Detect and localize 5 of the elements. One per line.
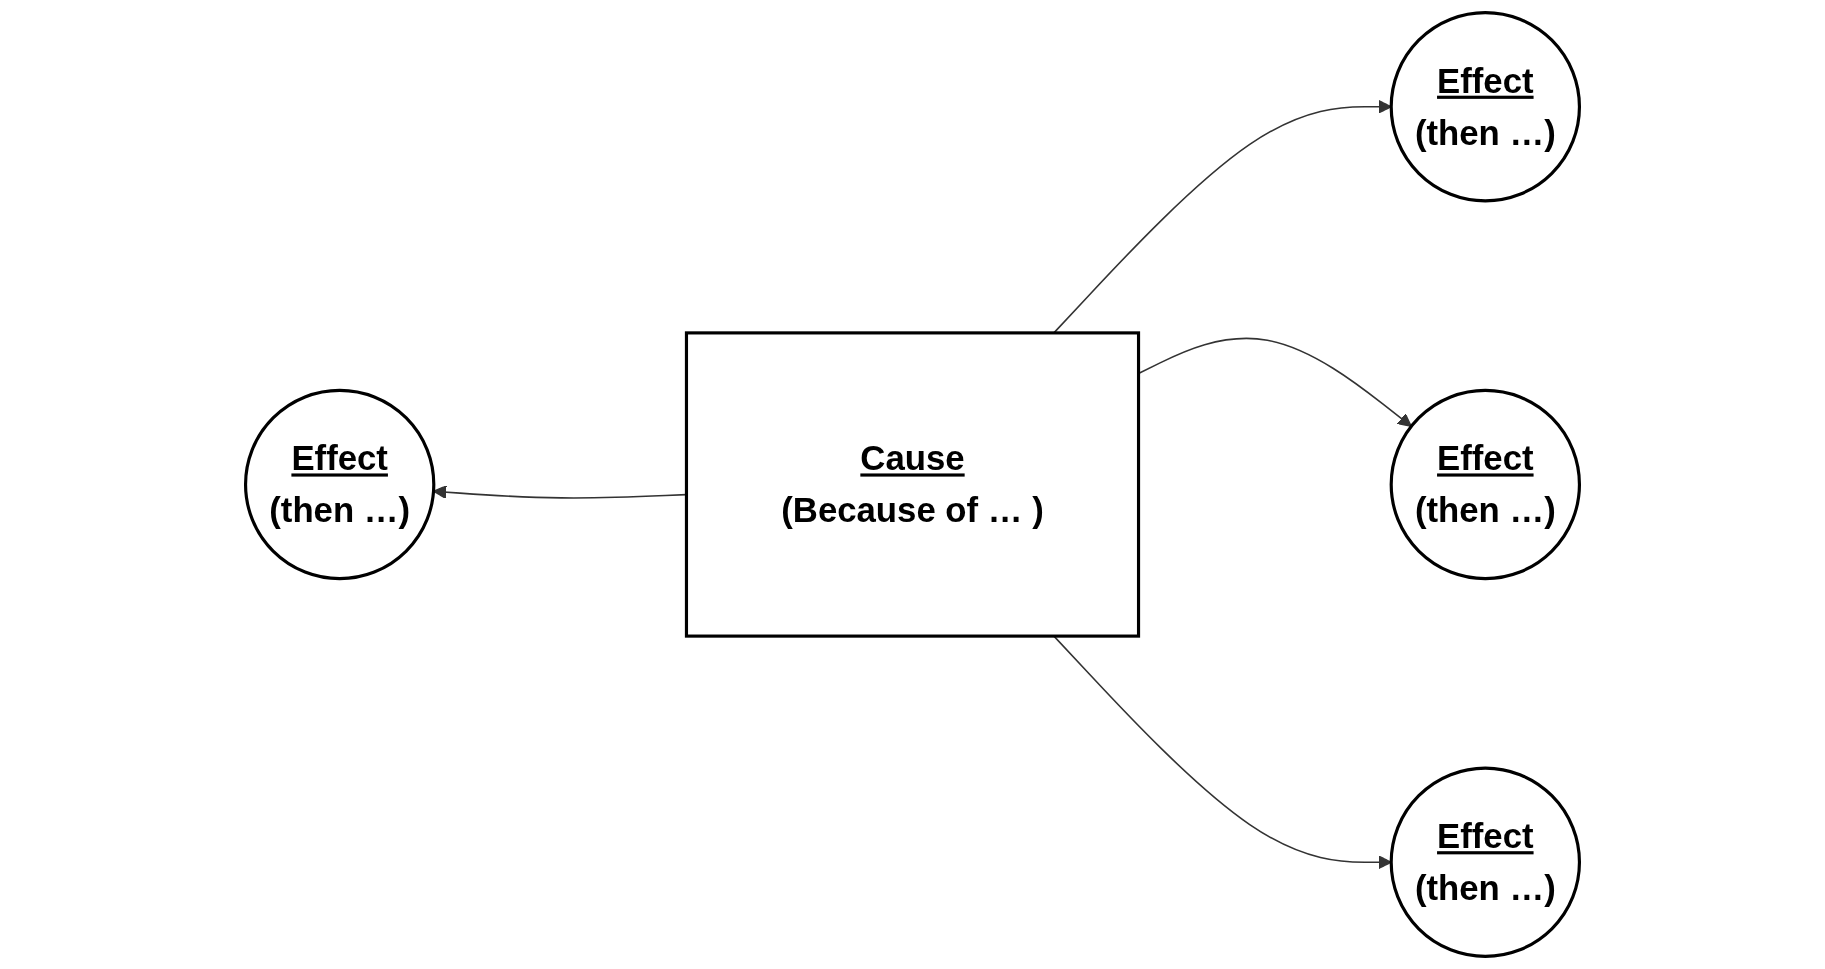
- node-circle: Effect (then …): [1389, 11, 1581, 203]
- node-circle: Effect (then …): [1389, 766, 1581, 958]
- node-circle: Effect (then …): [244, 388, 436, 581]
- node-circle: Effect (then …): [1389, 388, 1581, 581]
- node-box: Cause (Because of … ): [684, 331, 1141, 638]
